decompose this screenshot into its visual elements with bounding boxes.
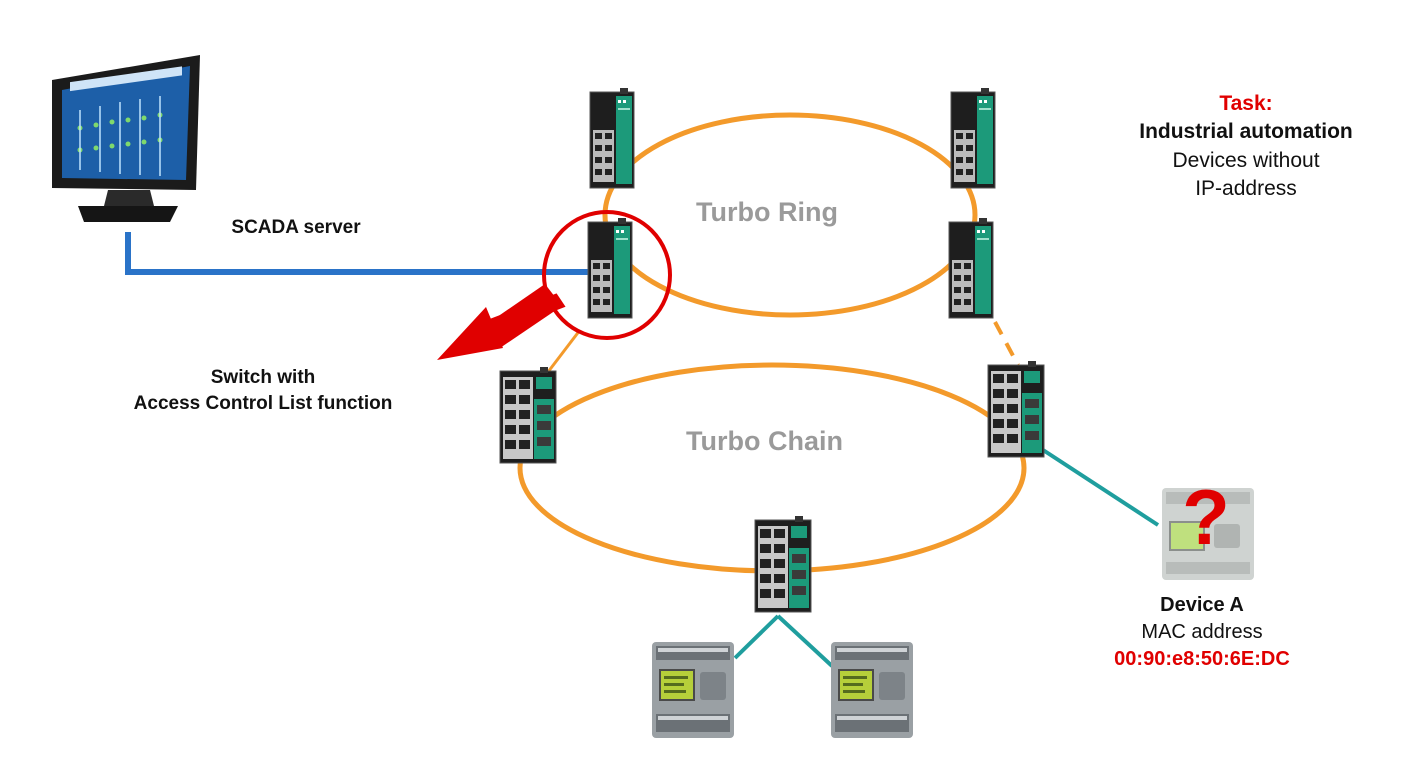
device-a-mac-label: MAC address xyxy=(1141,621,1263,643)
task-title: Task: xyxy=(1219,92,1273,115)
device-a-mac-value: 00:90:e8:50:6E:DC xyxy=(1114,648,1290,670)
ring-switch-top-right xyxy=(950,87,996,189)
task-line-1: Industrial automation xyxy=(1139,120,1353,144)
acl-switch-label-line2: Access Control List function xyxy=(133,392,393,414)
device-a-name: Device A xyxy=(1160,594,1244,616)
task-block: Task: Industrial automation Devices with… xyxy=(1116,90,1376,203)
plc-controller-icon-left xyxy=(651,641,735,739)
unknown-mark: ? xyxy=(1182,473,1230,561)
plc-link-left xyxy=(733,614,780,660)
ring-switch-top-left xyxy=(589,87,635,189)
device-a-link xyxy=(1038,446,1160,527)
acl-switch-icon xyxy=(587,217,633,319)
turbo-chain-title: Turbo Chain xyxy=(686,426,843,456)
plc-link-right xyxy=(776,614,834,668)
turbo-ring-title: Turbo Ring xyxy=(696,197,838,227)
scada-server-label: SCADA server xyxy=(231,217,361,238)
chain-switch-right xyxy=(987,360,1045,458)
turbo-ring-link xyxy=(602,112,978,318)
ring-chain-connector-left xyxy=(546,329,582,373)
ring-switch-bottom-right xyxy=(948,217,994,319)
task-line-3: IP-address xyxy=(1195,177,1297,201)
acl-switch-label-line1: Switch with xyxy=(210,367,316,388)
ring-chain-connector-right xyxy=(993,321,1020,366)
chain-switch-bottom xyxy=(754,515,812,613)
pointer-arrow-icon xyxy=(437,284,566,360)
acl-switch-label: Switch with Access Control List function xyxy=(98,365,428,416)
task-line-2: Devices without xyxy=(1172,148,1320,172)
scada-link xyxy=(125,232,590,275)
acl-switch-highlight xyxy=(542,210,672,340)
device-a-block: Device A MAC address 00:90:e8:50:6E:DC xyxy=(1082,592,1322,673)
scada-monitor-icon xyxy=(52,55,200,222)
chain-switch-left xyxy=(499,366,557,464)
unknown-device-icon xyxy=(1162,488,1254,580)
plc-controller-icon-right xyxy=(830,641,914,739)
